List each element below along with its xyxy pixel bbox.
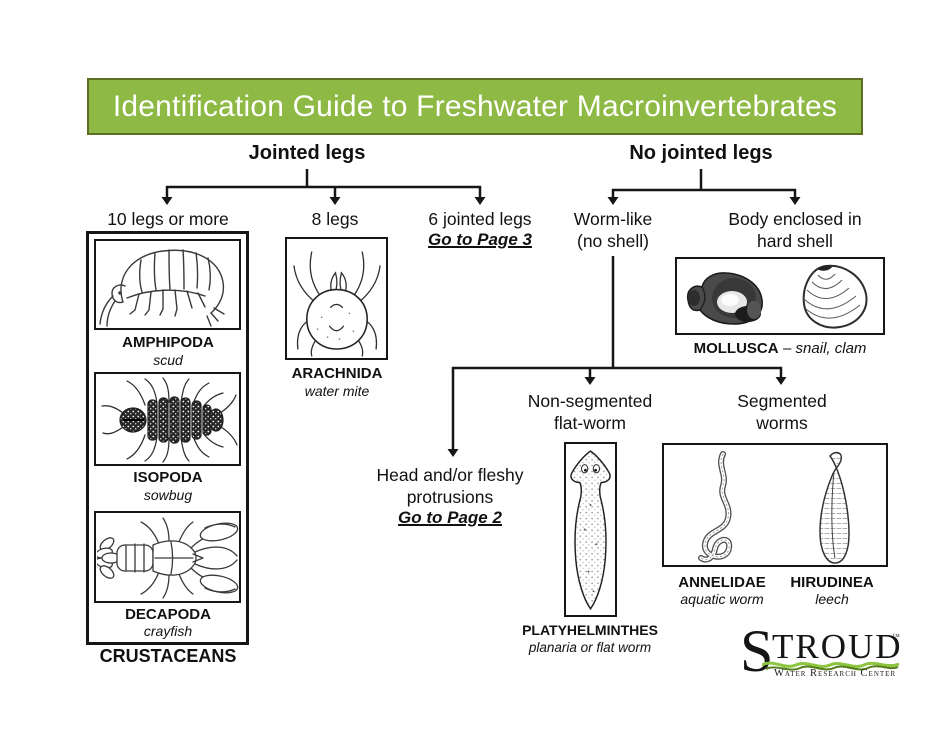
branch-6-legs-group: 6 jointed legs Go to Page 3 — [428, 208, 532, 250]
worm-like-label-line1: Worm-like — [573, 209, 653, 229]
arachnida-common-name: water mite — [304, 383, 370, 399]
annelidae-name: ANNELIDAE — [678, 574, 766, 591]
non-segmented-label-line2: flat-worm — [554, 413, 626, 433]
mollusca-illustration — [686, 264, 867, 329]
heading-no-jointed-legs: No jointed legs — [629, 142, 773, 164]
head-protrusions-line1: Head and/or fleshy — [376, 465, 524, 485]
stroud-logo-initial: S — [740, 618, 774, 684]
platyhelminthes-illustration — [569, 449, 611, 610]
go-to-page-2-link[interactable]: Go to Page 2 — [398, 508, 502, 527]
decapoda-common-name: crayfish — [143, 623, 193, 639]
hirudinea-illustration — [818, 451, 850, 564]
mollusca-name: MOLLUSCA — [693, 340, 779, 357]
segmented-worms-illustration — [697, 450, 850, 564]
platyhelminthes-name: PLATYHELMINTHES — [522, 622, 658, 638]
branch-6-legs-label: 6 jointed legs — [428, 209, 532, 229]
segmented-label-line2: worms — [756, 413, 808, 433]
mollusca-label: MOLLUSCA – snail, clam — [694, 340, 867, 358]
decapoda-name: DECAPODA — [125, 606, 211, 623]
branch-hard-shell-group: Body enclosed in hard shell — [728, 208, 861, 252]
hard-shell-label-line1: Body enclosed in — [728, 209, 862, 229]
amphipoda-name: AMPHIPODA — [122, 334, 214, 351]
segmented-worms-image-box — [662, 443, 888, 567]
arachnida-illustration — [292, 250, 381, 357]
crustaceans-group-label: CRUSTACEANS — [99, 646, 237, 666]
hirudinea-name: HIRUDINEA — [790, 574, 874, 591]
snail-illustration — [686, 271, 763, 325]
branch-8-legs-label: 8 legs — [311, 209, 359, 229]
stroud-logo: S TROUD ™ Water Research Center — [740, 618, 905, 690]
segmented-label-line1: Segmented — [737, 391, 827, 411]
branch-10-legs-label: 10 legs or more — [107, 209, 229, 229]
platyhelminthes-common-name: planaria or flat worm — [528, 640, 652, 655]
logo-wave-icon — [762, 661, 900, 671]
annelidae-illustration — [697, 450, 732, 563]
arachnida-name: ARACHNIDA — [291, 365, 383, 382]
mollusca-common-name: – snail, clam — [783, 340, 867, 357]
isopoda-common-name: sowbug — [143, 487, 193, 503]
title-banner: Identification Guide to Freshwater Macro… — [87, 78, 863, 135]
amphipoda-common-name: scud — [153, 352, 183, 368]
isopoda-name: ISOPODA — [133, 469, 203, 486]
amphipoda-illustration — [98, 248, 225, 327]
stroud-logo-subtitle: Water Research Center — [774, 668, 897, 679]
segmented-label-group: Segmented worms — [737, 390, 827, 434]
amphipoda-image-box — [94, 239, 241, 330]
platyhelminthes-image-box — [564, 442, 617, 617]
head-protrusions-group: Head and/or fleshy protrusions Go to Pag… — [377, 464, 524, 528]
go-to-page-3-link[interactable]: Go to Page 3 — [428, 230, 532, 249]
hard-shell-label-line2: hard shell — [757, 231, 833, 251]
stroud-logo-word: TROUD — [772, 627, 903, 666]
head-protrusions-line2: protrusions — [406, 487, 494, 507]
decapoda-illustration — [96, 516, 238, 599]
isopoda-image-box — [94, 372, 241, 466]
worm-like-label-line2: (no shell) — [577, 231, 649, 251]
hirudinea-common-name: leech — [815, 591, 849, 607]
annelidae-common-name: aquatic worm — [680, 591, 764, 607]
trademark-symbol: ™ — [892, 632, 900, 641]
arachnida-image-box — [285, 237, 388, 360]
clam-illustration — [802, 264, 867, 329]
isopoda-illustration — [100, 376, 238, 463]
mollusca-image-box — [675, 257, 885, 335]
page-title: Identification Guide to Freshwater Macro… — [112, 89, 838, 123]
non-segmented-label-line1: Non-segmented — [527, 391, 653, 411]
decapoda-image-box — [94, 511, 241, 603]
branch-worm-like-group: Worm-like (no shell) — [574, 208, 652, 252]
heading-jointed-legs: Jointed legs — [248, 142, 366, 164]
non-segmented-label-group: Non-segmented flat-worm — [528, 390, 653, 434]
